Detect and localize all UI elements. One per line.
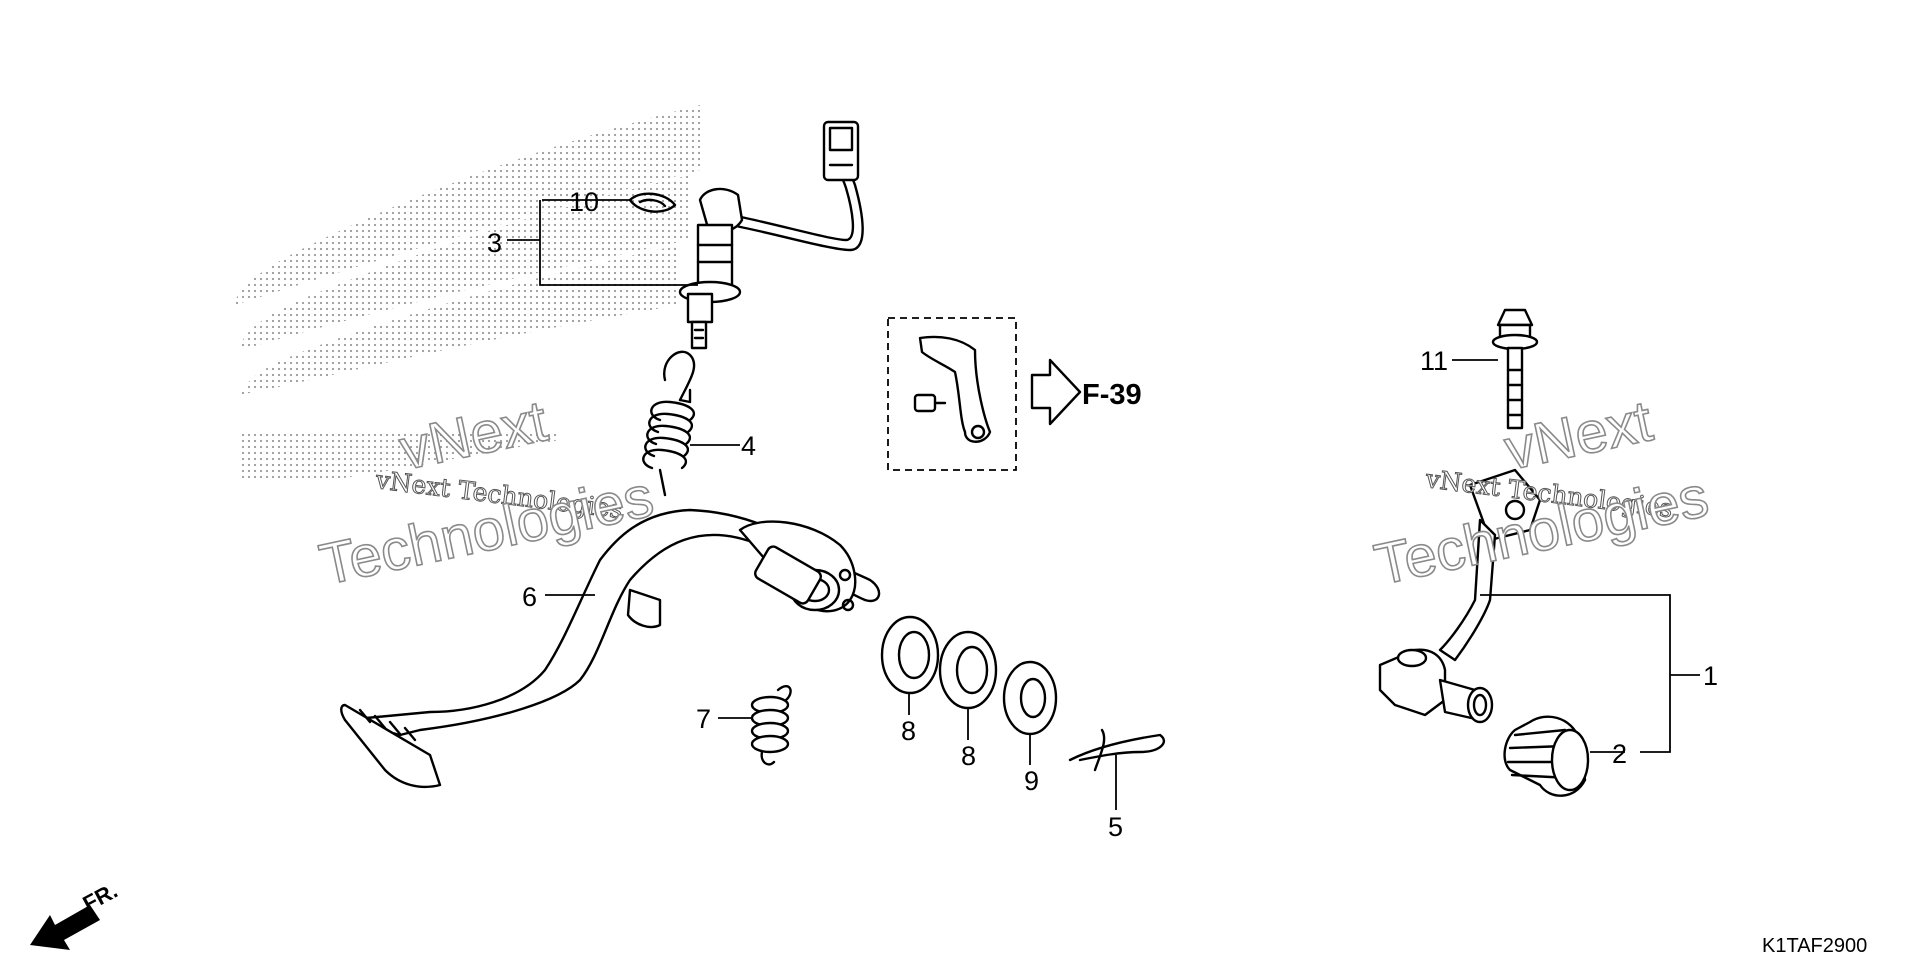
part-8-seal-a (880, 615, 940, 695)
callout-7: 7 (696, 704, 711, 734)
callout-6: 6 (522, 582, 537, 612)
diagram-code: K1TAF2900 (1762, 935, 1867, 957)
part-11-bolt (1491, 308, 1539, 430)
callouts: 10 3 4 6 7 8 8 9 5 11 1 2 (487, 187, 1718, 842)
part-10-clip (628, 192, 677, 213)
callout-8a: 8 (901, 716, 916, 746)
callout-10: 10 (569, 187, 599, 217)
callout-3: 3 (487, 228, 502, 258)
reference-box: F-39 (887, 317, 1142, 471)
leader-lines (507, 199, 1700, 810)
callout-2: 2 (1612, 739, 1627, 769)
part-1-shift-lever (1378, 468, 1542, 724)
callout-1: 1 (1703, 661, 1718, 691)
part-9-washer (1002, 660, 1058, 736)
part-8-seal-b (938, 630, 998, 710)
callout-5: 5 (1108, 812, 1123, 842)
part-2-rubber (1503, 715, 1590, 797)
callout-4: 4 (741, 431, 756, 461)
part-4-spring (642, 350, 696, 497)
part-6-brake-pedal (340, 508, 881, 789)
reference-arrow-icon (1030, 358, 1082, 426)
callout-8b: 8 (961, 741, 976, 771)
part-3-switch (678, 120, 864, 350)
part-7-spring (750, 685, 792, 766)
front-arrow-icon (30, 905, 100, 950)
callout-9: 9 (1024, 766, 1039, 796)
watermark-right: vNext Technologies vNext Technologies (1368, 388, 1714, 599)
watermark-big-left-1: vNext (394, 388, 553, 482)
front-marker: FR. (30, 878, 122, 950)
reference-label: F-39 (1082, 379, 1142, 411)
callout-11: 11 (1420, 346, 1448, 376)
brand-wing-watermark (235, 105, 700, 480)
part-5-cotter-pin (1068, 728, 1166, 772)
